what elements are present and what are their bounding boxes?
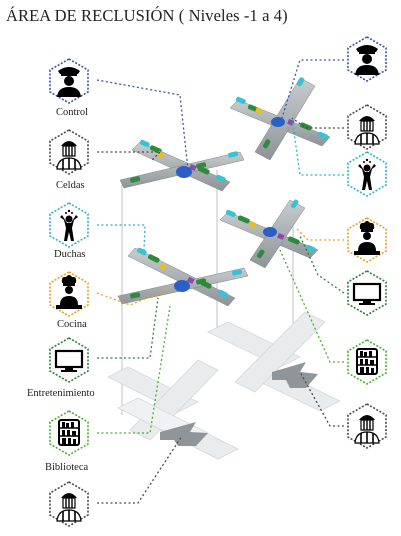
- building-tier-4: [117, 247, 249, 307]
- connector-entry-left: [97, 435, 183, 504]
- hex-celdas-right: [347, 104, 387, 150]
- chef-icon: [56, 275, 82, 309]
- bookshelf-icon: [356, 348, 378, 375]
- guard-icon: [57, 67, 81, 97]
- shower-icon: [60, 209, 78, 241]
- label-entretenimiento: Entretenimiento: [27, 388, 95, 399]
- hex-biblioteca-right: [347, 339, 387, 385]
- tv-icon: [54, 349, 84, 372]
- connectors-left: [96, 79, 189, 504]
- label-duchas: Duchas: [54, 249, 86, 260]
- bookshelf-icon: [58, 419, 80, 446]
- inmate-icon: [56, 141, 82, 170]
- hex-biblioteca: [49, 410, 89, 456]
- hex-duchas: [49, 202, 89, 248]
- inmate-icon: [354, 415, 380, 444]
- connector-duchas: [97, 224, 146, 251]
- building-tier-2: [119, 139, 245, 192]
- hex-duchas-right: [347, 151, 387, 197]
- hex-celdas: [49, 129, 89, 175]
- tv-icon: [352, 282, 382, 305]
- hex-entry-left: [49, 481, 89, 527]
- hex-cocina: [49, 271, 89, 317]
- hex-entretenimiento-right: [347, 270, 387, 316]
- hex-entretenimiento: [49, 337, 89, 383]
- shower-icon: [358, 158, 376, 190]
- inmate-icon: [354, 116, 380, 145]
- connector-celdas: [97, 151, 162, 161]
- label-cocina: Cocina: [57, 319, 87, 330]
- entry-arrows: [160, 362, 318, 446]
- hex-cocina-right: [347, 217, 387, 263]
- label-celdas: Celdas: [56, 180, 85, 191]
- connector-entretenimiento: [97, 297, 159, 359]
- ghost-floor-right: [207, 311, 341, 412]
- building-tier-1: [229, 77, 331, 161]
- ghost-floor-left: [107, 359, 239, 460]
- page-title: ÁREA DE RECLUSIÓN ( Niveles -1 a 4): [6, 6, 288, 25]
- hex-control: [49, 58, 89, 104]
- connector-control: [96, 79, 189, 171]
- connectors-right: [279, 59, 345, 427]
- chef-icon: [354, 221, 380, 255]
- label-control: Control: [56, 107, 89, 118]
- hex-control-right: [347, 36, 387, 82]
- guard-icon: [355, 45, 379, 75]
- hex-entry-right: [347, 403, 387, 449]
- label-biblioteca: Biblioteca: [45, 462, 89, 473]
- building-tier-3: [219, 199, 319, 269]
- inmate-icon: [56, 493, 82, 522]
